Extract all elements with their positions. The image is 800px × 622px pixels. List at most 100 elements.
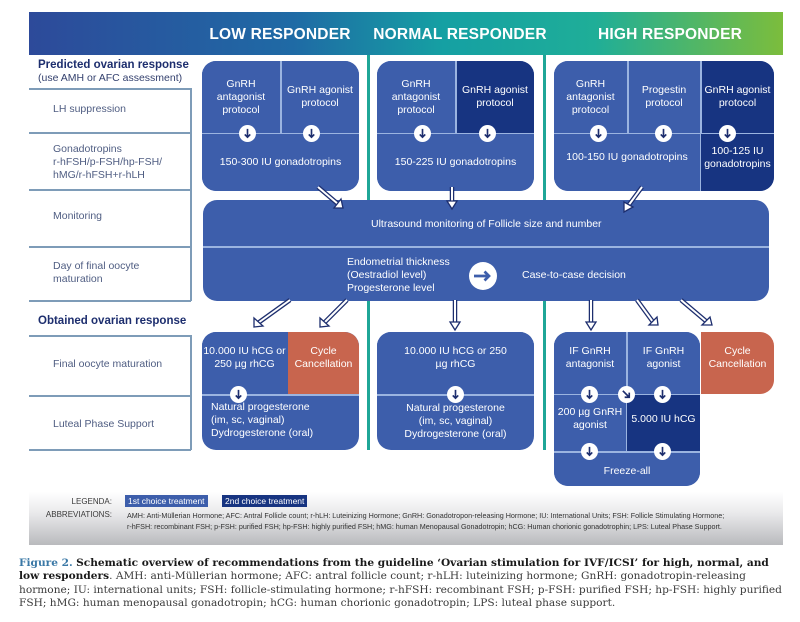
- luteal-line: Natural progesterone: [406, 401, 505, 414]
- figure-label: Figure 2.: [19, 557, 73, 569]
- ultrasound-monitoring-text: Ultrasound monitoring of Follicle size a…: [371, 218, 602, 230]
- row-divider: [29, 189, 191, 191]
- abbreviations-label: ABBREVIATIONS:: [45, 510, 112, 519]
- normal-agonist-cell: GnRH agonist protocol: [456, 61, 534, 133]
- criteria-line: (Oestradiol level): [347, 269, 427, 281]
- figure-title: Schematic overview of recommendations fr…: [19, 557, 769, 583]
- high-gnrh-agonist-trigger-cell: 200 µg GnRH agonist: [554, 395, 626, 451]
- predicted-response-heading: Predicted ovarian response: [38, 59, 189, 71]
- high-progestin-cell: Progestin protocol: [628, 61, 700, 133]
- arrow-down-icon: [590, 125, 607, 142]
- low-dose-cell: 150-300 IU gonadotropins: [202, 134, 359, 191]
- column-separator: [543, 140, 546, 200]
- left-column-border: [190, 335, 192, 450]
- row-label-day-final-maturation: Day of final oocyte maturation: [53, 260, 139, 286]
- arrow-down-icon: [239, 125, 256, 142]
- flow-arrowhead: [647, 315, 659, 326]
- legend-first-choice: 1st choice treatment: [125, 495, 208, 507]
- high-cancellation-cell: Cycle Cancellation: [701, 332, 774, 394]
- row-label-monitoring: Monitoring: [53, 210, 103, 222]
- luteal-line: Dydrogesterone (oral): [211, 427, 314, 439]
- high-freeze-all-cell: Freeze-all: [554, 453, 700, 486]
- flow-arrow: [679, 298, 709, 324]
- arrow-right-icon: [469, 262, 497, 290]
- legend-label: LEGENDA:: [71, 497, 112, 506]
- arrow-down-icon: [655, 125, 672, 142]
- figure-caption: Figure 2. Schematic overview of recommen…: [19, 557, 789, 610]
- low-protocol-box: GnRH antagonist protocol GnRH agonist pr…: [202, 61, 359, 191]
- row-divider: [29, 246, 191, 248]
- luteal-line: (im, sc, vaginal): [418, 414, 493, 427]
- row-label-line: hMG/r-hFSH+r-hLH: [53, 169, 145, 181]
- high-antagonist-cell: GnRH antagonist protocol: [554, 61, 627, 133]
- endometrial-criteria-text: Endometrial thickness (Oestradiol level)…: [347, 256, 450, 295]
- high-hcg-trigger-cell: 5.000 IU hCG: [627, 395, 700, 451]
- arrow-down-icon: [479, 125, 496, 142]
- cell-divider: [627, 61, 629, 133]
- normal-protocol-box: GnRH antagonist protocol GnRH agonist pr…: [377, 61, 534, 191]
- normal-antagonist-cell: GnRH antagonist protocol: [377, 61, 455, 133]
- flow-arrowhead: [319, 316, 331, 328]
- arrow-down-icon: [581, 386, 598, 403]
- column-separator: [543, 55, 546, 140]
- arrow-down-icon: [654, 386, 671, 403]
- high-if-antagonist-cell: IF GnRH antagonist: [554, 332, 626, 394]
- flow-arrow: [322, 298, 349, 325]
- arrow-down-icon: [581, 443, 598, 460]
- column-separator: [367, 55, 370, 140]
- column-separator: [367, 300, 370, 450]
- high-dose-second-cell: 100-125 IU gonadotropins: [701, 134, 774, 191]
- flow-arrowhead: [700, 315, 713, 326]
- flow-arrow: [635, 298, 655, 324]
- row-divider: [29, 132, 191, 134]
- normal-dose-cell: 150-225 IU gonadotropins: [377, 134, 534, 191]
- column-title-low: LOW RESPONDER: [209, 26, 351, 43]
- row-label-line: r-hFSH/p-FSH/hp-FSH/: [53, 156, 163, 168]
- case-decision-text: Case-to-case decision: [522, 269, 626, 281]
- row-label-gonadotropins: Gonadotropins r-hFSH/p-FSH/hp-FSH/ hMG/r…: [53, 143, 162, 182]
- normal-luteal-cell: Natural progesterone (im, sc, vaginal) D…: [377, 396, 534, 446]
- low-agonist-cell: GnRH agonist protocol: [281, 61, 359, 133]
- caption-period: .: [109, 570, 113, 583]
- luteal-line: Natural progesterone: [211, 401, 310, 413]
- luteal-line: Dydrogesterone (oral): [404, 427, 507, 440]
- arrow-down-icon: [414, 125, 431, 142]
- arrow-down-icon: [654, 443, 671, 460]
- row-divider: [29, 88, 191, 90]
- arrow-diagonal-icon: [618, 386, 635, 403]
- low-trigger-cell: 10.000 IU hCG or 250 µg rhCG: [202, 332, 287, 394]
- low-outcome-box: 10.000 IU hCG or 250 µg rhCG Cycle Cance…: [202, 332, 359, 450]
- criteria-line: Endometrial thickness: [347, 256, 450, 268]
- high-dose-first-cell: 100-150 IU gonadotropins: [554, 134, 700, 191]
- flow-arrowhead: [584, 321, 598, 332]
- normal-trigger-cell: 10.000 IU hCG or 250 µg rhCG: [377, 332, 534, 394]
- cell-divider: [203, 246, 769, 248]
- row-label-lh-suppression: LH suppression: [53, 103, 126, 115]
- low-luteal-cell: Natural progesterone (im, sc, vaginal) D…: [211, 401, 313, 440]
- row-divider: [29, 300, 191, 302]
- cell-divider: [202, 394, 359, 396]
- flow-arrowhead: [253, 316, 265, 328]
- caption-body: AMH: anti-Müllerian hormone; AFC: antral…: [19, 570, 782, 609]
- cell-divider: [700, 61, 702, 191]
- flow-arrow: [256, 298, 292, 325]
- column-separator: [543, 300, 546, 450]
- row-label-line: maturation: [53, 273, 103, 285]
- row-label-line: Day of final oocyte: [53, 260, 140, 272]
- row-label-final-oocyte-maturation: Final oocyte maturation: [53, 358, 163, 370]
- normal-outcome-box: 10.000 IU hCG or 250 µg rhCG Natural pro…: [377, 332, 534, 450]
- row-label-luteal-phase-support: Luteal Phase Support: [53, 418, 154, 430]
- cell-divider: [202, 133, 359, 135]
- high-outcome-box: IF GnRH antagonist IF GnRH agonist 200 µ…: [554, 332, 700, 486]
- row-divider: [29, 395, 191, 397]
- high-agonist-cell: GnRH agonist protocol: [701, 61, 774, 133]
- obtained-response-heading: Obtained ovarian response: [38, 315, 187, 327]
- criteria-line: Progesterone level: [347, 282, 435, 294]
- high-if-agonist-cell: IF GnRH agonist: [627, 332, 700, 394]
- row-divider: [29, 335, 191, 337]
- cell-divider: [554, 451, 700, 453]
- cell-divider: [377, 133, 534, 135]
- arrow-down-icon: [447, 386, 464, 403]
- left-column-border: [190, 88, 192, 301]
- legend-second-choice: 2nd choice treatment: [222, 495, 308, 507]
